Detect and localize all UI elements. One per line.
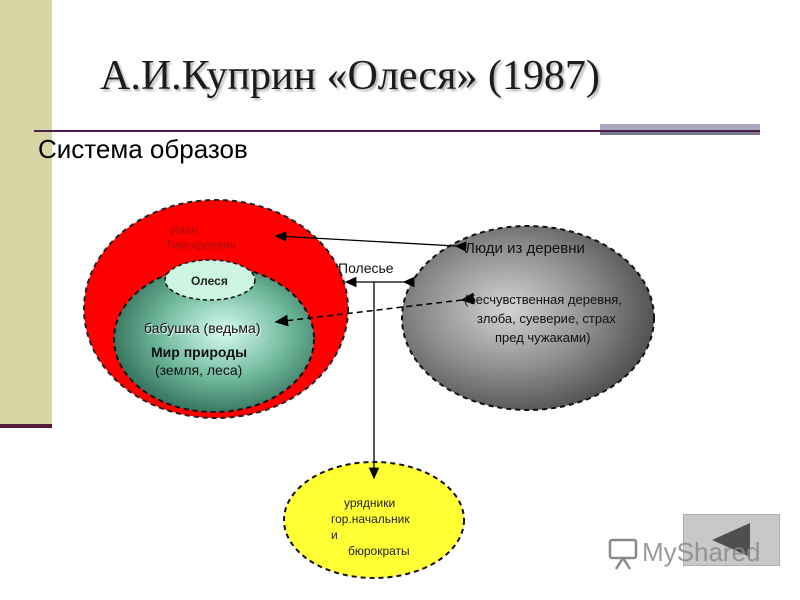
officials-line-1: урядники <box>344 496 396 510</box>
officials-line-3: и <box>331 528 338 542</box>
title-rule <box>34 130 760 132</box>
village-title: Люди из деревни <box>465 240 585 257</box>
dashed-arrow-village-babushka <box>274 292 475 327</box>
title-rule-accent <box>600 124 760 135</box>
page-subtitle: Система образов <box>38 134 248 164</box>
left-decor-line <box>0 424 52 428</box>
officials-line-4: бюрократы <box>348 544 410 558</box>
village-desc-3: пред чужаками) <box>495 330 591 345</box>
nature-title: Мир природы <box>151 344 248 360</box>
page-title: А.И.Куприн «Олеся» (1987) <box>100 53 600 99</box>
polesye-label: Полесье <box>338 260 394 276</box>
arrow-ivan-village <box>274 231 467 252</box>
ivan-label-1: Иван <box>170 223 199 237</box>
ivan-label-2: Тимофеевич <box>165 238 236 252</box>
olesya-label: Олеся <box>191 274 228 288</box>
officials-line-2: гор.начальник <box>331 512 410 526</box>
village-desc-2: злоба, суеверие, страх <box>477 311 616 326</box>
watermark-text: MyShared <box>642 537 761 567</box>
olesya-circle <box>164 259 256 301</box>
nature-subtitle: (земля, леса) <box>155 362 243 378</box>
back-button[interactable] <box>683 514 780 566</box>
left-decor-bar <box>0 0 52 428</box>
babushka-label: бабушка (ведьма) <box>144 320 261 336</box>
back-arrow-icon <box>712 523 750 557</box>
village-desc-1: (бесчувственная деревня, <box>464 292 622 307</box>
presentation-icon <box>608 538 638 570</box>
